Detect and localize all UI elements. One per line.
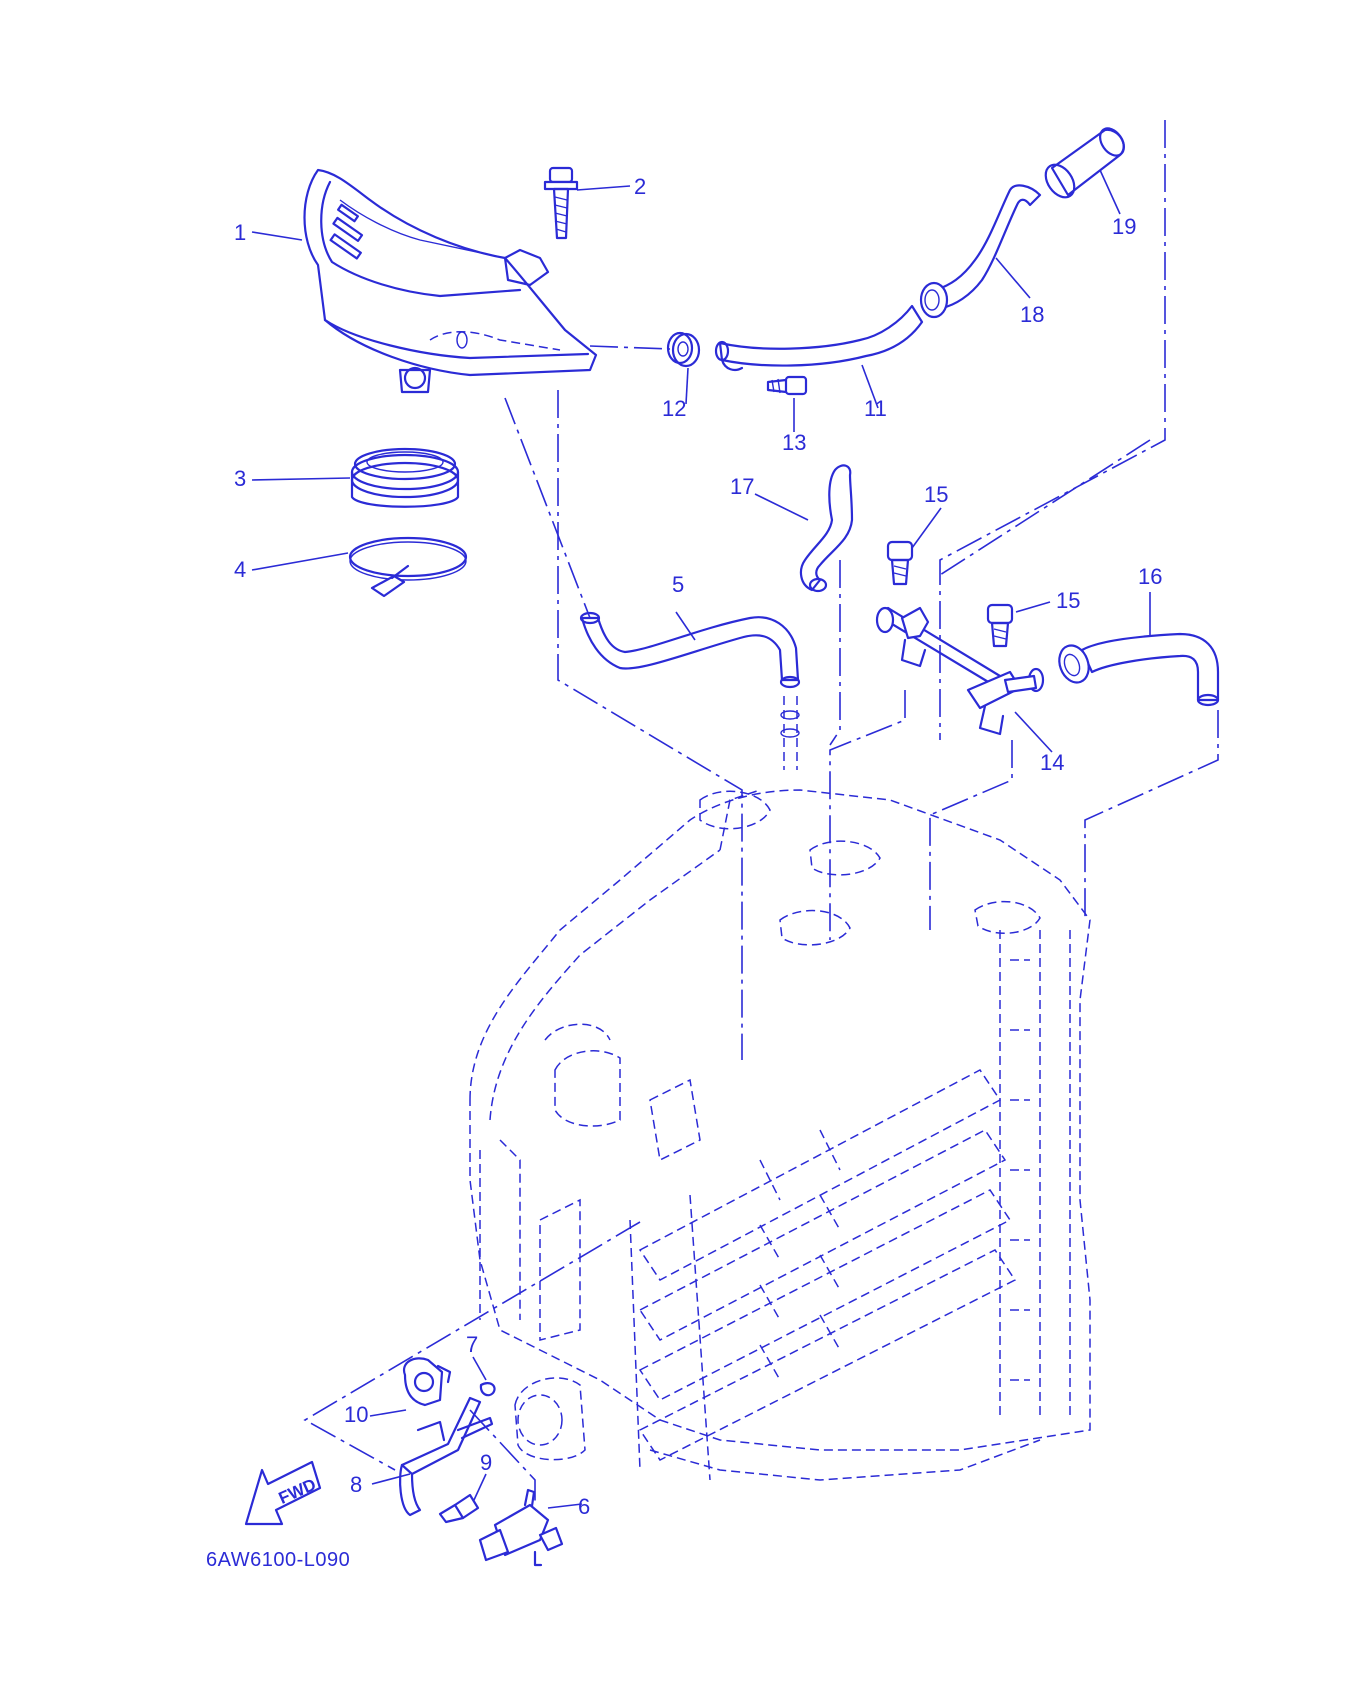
- callout-1: 1: [234, 220, 246, 245]
- fwd-arrow: FWD: [244, 1460, 322, 1526]
- part-14-joint: [875, 606, 1045, 736]
- assembly-lines: [303, 120, 1219, 1505]
- callout-3: 3: [234, 466, 246, 491]
- part-15-bolt-b: [986, 603, 1014, 648]
- part-2-bolt: [543, 166, 579, 240]
- callout-7: 7: [466, 1332, 478, 1357]
- part-8-bracket: [399, 1396, 494, 1517]
- callout-6: 6: [578, 1494, 590, 1519]
- part-12-grommet: [666, 331, 701, 368]
- callout-4: 4: [234, 557, 246, 582]
- engine-block: [469, 789, 1091, 1481]
- callout-15a: 15: [924, 482, 948, 507]
- callout-9: 9: [480, 1450, 492, 1475]
- callout-5: 5: [672, 572, 684, 597]
- callout-14: 14: [1040, 750, 1064, 775]
- part-6-sensor: [478, 1488, 564, 1567]
- part-16-hose: [1058, 632, 1220, 707]
- drawing-code: 6AW6100-L090: [206, 1549, 350, 1571]
- callout-19: 19: [1112, 214, 1136, 239]
- part-18-hose: [919, 184, 1042, 319]
- callout-11: 11: [864, 396, 887, 421]
- part-3-seal: [350, 447, 460, 508]
- callout-17: 17: [730, 474, 754, 499]
- part-9-screw: [438, 1493, 480, 1524]
- part-19-hose: [1044, 127, 1125, 199]
- part-17-hose: [799, 464, 854, 593]
- callout-8: 8: [350, 1472, 362, 1497]
- callout-numbers: 1 2 3 4 5 6 7 8 9 10 11 12 13 14 15 15 1…: [234, 174, 1162, 1519]
- part-10-holder: [402, 1357, 452, 1407]
- callout-13: 13: [782, 430, 806, 455]
- callout-18: 18: [1020, 302, 1044, 327]
- part-1-cover: [303, 168, 598, 394]
- callout-12: 12: [662, 396, 686, 421]
- part-15-bolt-a: [886, 540, 914, 586]
- fitting-column: [780, 696, 800, 770]
- part-4-clamp: [348, 536, 468, 598]
- callout-2: 2: [634, 174, 646, 199]
- callout-10: 10: [344, 1402, 368, 1427]
- part-7-clip: [479, 1382, 496, 1397]
- part-11-hose: [714, 304, 924, 371]
- callout-16: 16: [1138, 564, 1162, 589]
- callout-15b: 15: [1056, 588, 1080, 613]
- part-13-screw: [766, 375, 808, 396]
- part-5-hose: [579, 611, 801, 689]
- leader-lines: [251, 169, 1151, 1509]
